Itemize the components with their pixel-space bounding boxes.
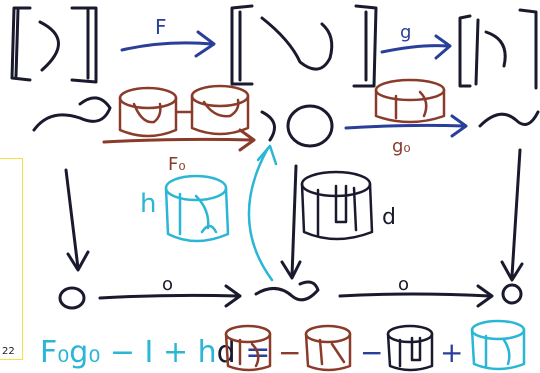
label-d: d xyxy=(382,205,396,230)
wavy-curve-right xyxy=(480,112,538,126)
vertical-arrow-left xyxy=(66,170,88,270)
circle-bottom-right xyxy=(503,285,521,303)
bracket-saddle-middle xyxy=(232,6,376,86)
vertical-arrow-right xyxy=(502,150,522,280)
brown-cobordism-single xyxy=(376,80,444,122)
label-g: g xyxy=(400,22,411,43)
bracket-cup-left xyxy=(12,8,96,82)
equation-h: h xyxy=(198,335,217,370)
equation-term-4 xyxy=(472,321,524,369)
arrow-g xyxy=(382,36,450,58)
label-F: F xyxy=(155,15,167,39)
black-cylinder-d xyxy=(302,172,372,239)
wavy-curve-left xyxy=(34,98,110,130)
equation-plus: + xyxy=(440,336,463,369)
brown-cobordism-pair xyxy=(120,86,248,136)
label-g0: g₀ xyxy=(392,136,411,157)
label-h: h xyxy=(140,189,156,219)
cyan-cylinder-h xyxy=(166,176,228,241)
arrow-g0 xyxy=(346,116,466,136)
wavy-curve-bottom xyxy=(256,282,318,300)
equation-term-3 xyxy=(388,326,432,370)
vertical-arrow-middle xyxy=(282,166,300,278)
arrow-F xyxy=(122,32,214,56)
label-F0: F₀ xyxy=(168,154,186,175)
equation-minus-2: − xyxy=(360,336,383,369)
arc-and-circle-middle xyxy=(262,106,332,146)
arrow-bottom-2 xyxy=(340,286,492,306)
equation-minus-1: − xyxy=(278,336,301,369)
circle-bottom-left xyxy=(60,288,84,308)
cyan-curved-arrow xyxy=(249,146,276,280)
bracket-cap-right xyxy=(460,10,536,88)
equation-term-2 xyxy=(306,326,350,370)
equation-lhs-text: F₀g₀ − I + xyxy=(40,335,198,370)
label-circle-map-1: o xyxy=(162,274,173,295)
label-circle-map-2: o xyxy=(398,274,409,295)
